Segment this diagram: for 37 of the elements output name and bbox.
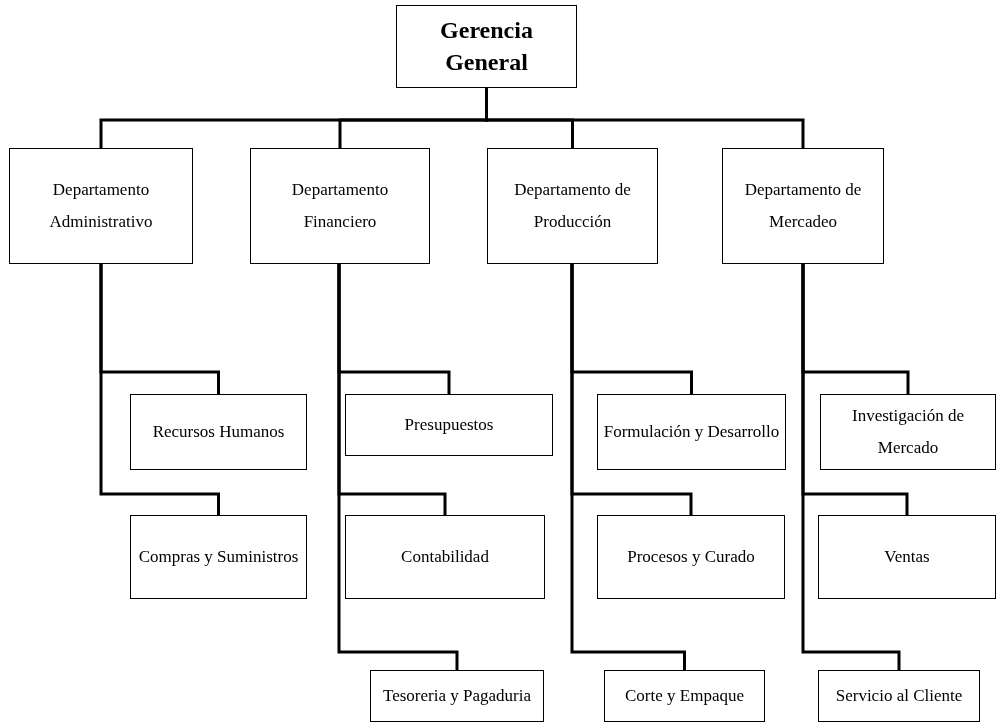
box-label: Contabilidad bbox=[401, 545, 489, 568]
department-box bbox=[487, 148, 658, 264]
box-label: Formulación y Desarrollo bbox=[603, 420, 780, 443]
department-box bbox=[597, 515, 785, 599]
box-label: Servicio al Cliente bbox=[835, 684, 963, 707]
department-box bbox=[597, 394, 786, 470]
root-box bbox=[396, 5, 577, 88]
department-box bbox=[818, 515, 996, 599]
department-box bbox=[604, 670, 765, 722]
connector-line bbox=[99, 264, 220, 515]
box-label: Departamento Financiero bbox=[290, 178, 390, 233]
box-label: Corte y Empaque bbox=[625, 684, 744, 707]
box-title: Gerencia General bbox=[439, 16, 534, 77]
box-label: Investigación de Mercado bbox=[851, 404, 965, 459]
connector-line bbox=[801, 264, 901, 670]
department-box bbox=[345, 515, 545, 599]
box-label: Procesos y Curado bbox=[627, 545, 755, 568]
connector-line bbox=[337, 264, 459, 670]
box-label: Recursos Humanos bbox=[152, 420, 285, 443]
connector-line bbox=[485, 88, 805, 148]
box-label: Tesoreria y Pagaduria bbox=[383, 684, 531, 707]
department-box bbox=[9, 148, 193, 264]
department-box bbox=[345, 394, 553, 456]
department-box bbox=[130, 515, 307, 599]
box-label: Departamento de Mercadeo bbox=[743, 178, 863, 233]
department-box bbox=[130, 394, 307, 470]
box-label: Departamento de Producción bbox=[513, 178, 632, 233]
department-box bbox=[250, 148, 430, 264]
box-label: Ventas bbox=[884, 545, 930, 568]
box-label: Departamento Administrativo bbox=[48, 178, 154, 233]
connector-line bbox=[570, 264, 686, 670]
box-label: Presupuestos bbox=[404, 413, 494, 436]
department-box bbox=[818, 670, 980, 722]
box-label: Compras y Suministros bbox=[138, 545, 299, 568]
department-box bbox=[370, 670, 544, 722]
department-box bbox=[820, 394, 996, 470]
department-box bbox=[722, 148, 884, 264]
